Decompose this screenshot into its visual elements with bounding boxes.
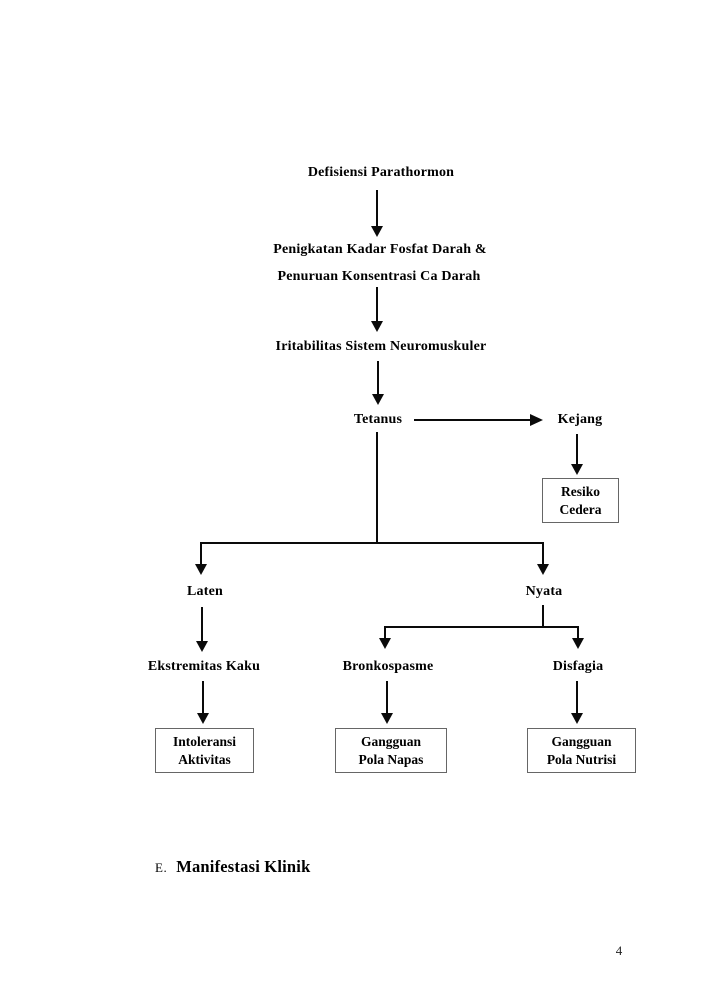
connector-nyata-branch-bar — [385, 626, 579, 628]
box-resiko-cedera-line2: Cedera — [559, 501, 602, 517]
node-defisiensi-parathormon: Defisiensi Parathormon — [307, 165, 455, 180]
node-bronkospasme: Bronkospasme — [342, 659, 434, 674]
arrow-bronkospasme-to-napas-line — [386, 681, 388, 714]
arrow-nyata-to-bronkospasme-line — [384, 626, 386, 639]
section-heading: E. Manifestasi Klinik — [155, 857, 310, 877]
arrow-nyata-to-bronkospasme-head-icon — [379, 638, 391, 649]
section-title: Manifestasi Klinik — [176, 857, 311, 876]
node-penuruan-konsentrasi-ca: Penuruan Konsentrasi Ca Darah — [277, 269, 481, 284]
node-ekstremitas-kaku: Ekstremitas Kaku — [147, 659, 261, 674]
arrow-laten-to-ekstremitas-line — [201, 607, 203, 642]
connector-nyata-stem — [542, 605, 544, 628]
arrow-bronkospasme-to-napas-head-icon — [381, 713, 393, 724]
arrow-ekstremitas-to-intoleransi-head-icon — [197, 713, 209, 724]
arrow-nyata-to-disfagia-line — [577, 626, 579, 639]
box-pola-napas-line1: Gangguan — [360, 733, 422, 749]
node-penigkatan-kadar-fosfat: Penigkatan Kadar Fosfat Darah & — [273, 242, 487, 257]
arrow-branch-to-nyata-head-icon — [537, 564, 549, 575]
connector-branch-bar — [201, 542, 544, 544]
box-resiko-cedera-line1: Resiko — [560, 483, 600, 499]
box-pola-napas-line2: Pola Napas — [358, 751, 424, 767]
arrow-branch-to-laten-line — [200, 542, 202, 565]
box-pola-nutrisi-line2: Pola Nutrisi — [546, 751, 617, 767]
arrow-kejang-to-resiko-line — [576, 434, 578, 465]
arrow-tetanus-to-kejang-head-icon — [530, 414, 543, 426]
node-laten: Laten — [187, 584, 223, 599]
node-kejang: Kejang — [557, 412, 603, 427]
arrow-laten-to-ekstremitas-head-icon — [196, 641, 208, 652]
connector-tetanus-stem — [376, 432, 378, 544]
arrow-iritabilitas-to-tetanus-line — [377, 361, 379, 395]
box-pola-nutrisi-line1: Gangguan — [551, 733, 612, 749]
arrow-kejang-to-resiko-head-icon — [571, 464, 583, 475]
arrow-defisiensi-to-penigkatan-line — [376, 190, 378, 227]
arrow-nyata-to-disfagia-head-icon — [572, 638, 584, 649]
node-tetanus: Tetanus — [353, 412, 403, 427]
box-gangguan-pola-nutrisi: Gangguan Pola Nutrisi — [527, 728, 636, 773]
box-intoleransi-aktivitas: Intoleransi Aktivitas — [155, 728, 254, 773]
arrow-iritabilitas-to-tetanus-head-icon — [372, 394, 384, 405]
box-resiko-cedera: Resiko Cedera — [542, 478, 619, 523]
box-intoleransi-line1: Intoleransi — [172, 733, 236, 749]
arrow-penigkatan-to-iritabilitas-head-icon — [371, 321, 383, 332]
arrow-tetanus-to-kejang-line — [414, 419, 530, 421]
arrow-branch-to-nyata-line — [542, 542, 544, 565]
arrow-disfagia-to-nutrisi-head-icon — [571, 713, 583, 724]
arrow-disfagia-to-nutrisi-line — [576, 681, 578, 714]
arrow-defisiensi-to-penigkatan-head-icon — [371, 226, 383, 237]
page-number: 4 — [615, 943, 623, 958]
arrow-branch-to-laten-head-icon — [195, 564, 207, 575]
box-intoleransi-line2: Aktivitas — [178, 751, 231, 767]
arrow-ekstremitas-to-intoleransi-line — [202, 681, 204, 714]
node-iritabilitas-neuromuskuler: Iritabilitas Sistem Neuromuskuler — [275, 339, 487, 354]
box-gangguan-pola-napas: Gangguan Pola Napas — [335, 728, 447, 773]
arrow-penigkatan-to-iritabilitas-line — [376, 287, 378, 322]
node-nyata: Nyata — [525, 584, 563, 599]
section-index: E. — [155, 860, 168, 875]
node-disfagia: Disfagia — [552, 659, 604, 674]
